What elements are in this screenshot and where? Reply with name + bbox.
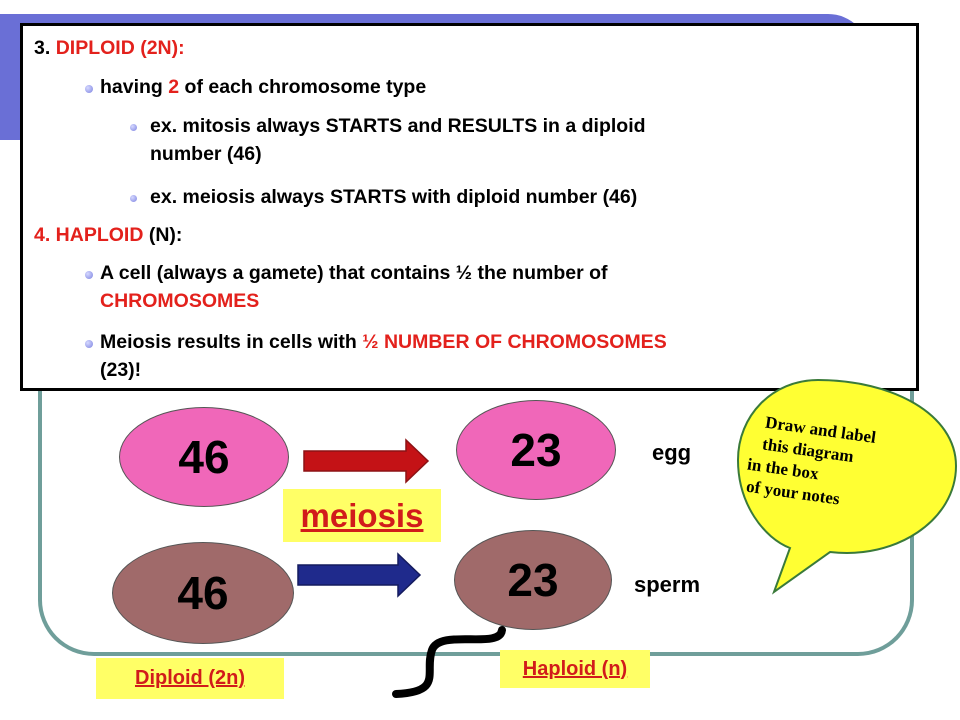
notes-box: 3. DIPLOID (2N): having 2 of each chromo… — [20, 23, 919, 391]
haploid-definition-cont: CHROMOSOMES — [100, 290, 260, 312]
diploid-def-part: having — [100, 76, 169, 98]
bullet-icon — [85, 340, 93, 348]
haploid-sperm-cell: 23 — [454, 530, 612, 630]
diploid-example-meiosis: ex. meiosis always STARTS with diploid n… — [150, 186, 638, 208]
haploid-meiosis-part: Meiosis results in cells with — [100, 331, 363, 353]
diploid-suffix: (2N): — [134, 37, 185, 59]
haploid-meiosis-result-cont: (23)! — [100, 359, 142, 381]
speech-bubble — [736, 378, 958, 595]
diploid-definition: having 2 of each chromosome type — [100, 75, 426, 100]
haploid-meiosis-highlight: ½ NUMBER OF CHROMOSOMES — [362, 331, 667, 353]
bullet-icon — [85, 271, 93, 279]
diploid-cell-bottom: 46 — [112, 542, 294, 644]
haploid-heading: 4. HAPLOID (N): — [34, 223, 182, 248]
haploid-definition: A cell (always a gamete) that contains ½… — [100, 262, 608, 284]
blue-arrow-icon — [297, 552, 422, 598]
diploid-example-mitosis-cont: number (46) — [150, 143, 262, 165]
diploid-cell-top: 46 — [119, 407, 289, 507]
meiosis-label: meiosis — [283, 489, 441, 542]
bullet-icon — [130, 195, 137, 202]
haploid-word: 4. HAPLOID — [34, 224, 144, 246]
diploid-word: DIPLOID — [55, 37, 135, 59]
sperm-tail-icon — [392, 626, 506, 698]
diploid-label: Diploid (2n) — [96, 658, 284, 699]
red-arrow-icon — [303, 438, 430, 484]
haploid-meiosis-result: Meiosis results in cells with ½ NUMBER O… — [100, 330, 667, 355]
haploid-egg-cell: 23 — [456, 400, 616, 500]
diploid-def-count: 2 — [168, 76, 180, 98]
haploid-suffix: (N): — [143, 224, 183, 246]
slide-header-accent — [0, 122, 22, 140]
diploid-heading: 3. DIPLOID (2N): — [34, 36, 185, 61]
bullet-icon — [130, 124, 137, 131]
diploid-def-part: of each chromosome type — [179, 76, 427, 98]
diploid-number: 3. — [34, 37, 51, 59]
egg-label: egg — [652, 440, 692, 465]
haploid-label: Haploid (n) — [500, 650, 650, 688]
sperm-label: sperm — [634, 572, 701, 597]
diploid-example-mitosis: ex. mitosis always STARTS and RESULTS in… — [150, 115, 646, 137]
bullet-icon — [85, 85, 93, 93]
